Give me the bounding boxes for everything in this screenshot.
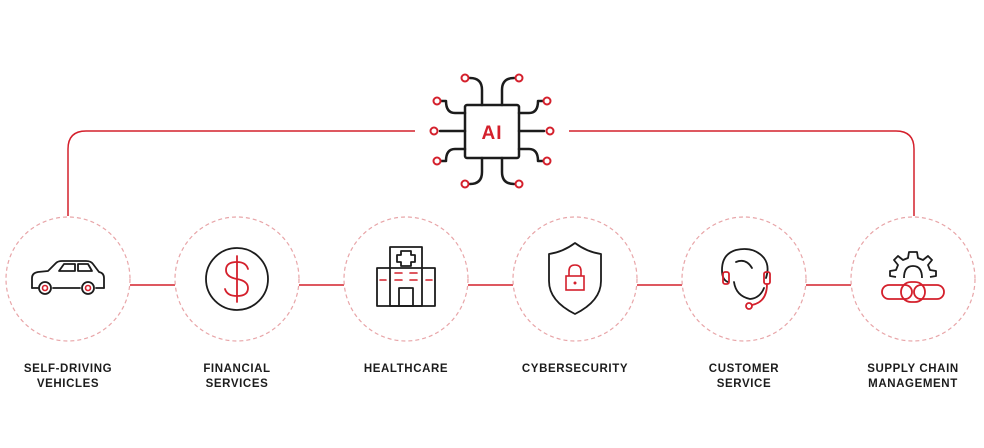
ring-customer-service: [681, 216, 807, 342]
label-line: SUPPLY CHAIN: [867, 363, 959, 375]
label-healthcare: HEALTHCARE: [331, 362, 481, 377]
ring-supply-chain: [850, 216, 976, 342]
ring-cybersecurity: [512, 216, 638, 342]
label-line: HEALTHCARE: [363, 363, 449, 375]
label-financial-services: FINANCIAL SERVICES: [162, 362, 312, 392]
dollar-icon: [205, 247, 269, 311]
label-line: CYBERSECURITY: [521, 363, 629, 375]
top-connector-left: [67, 130, 415, 216]
car-icon: [31, 260, 105, 295]
ai-chip-icon: AI: [429, 73, 555, 189]
label-line: CUSTOMER: [708, 363, 780, 375]
gear-chain-icon: [881, 251, 945, 303]
top-connector-right: [569, 130, 915, 216]
headset-icon: [721, 248, 771, 310]
ai-label: AI: [482, 123, 503, 144]
ring-self-driving: [5, 216, 131, 342]
label-line: SELF-DRIVING: [23, 363, 113, 375]
label-line: SERVICE: [716, 378, 772, 390]
shield-lock-icon: [548, 242, 602, 315]
label-cybersecurity: CYBERSECURITY: [500, 362, 650, 377]
label-line: FINANCIAL: [203, 363, 271, 375]
ring-healthcare: [343, 216, 469, 342]
label-line: MANAGEMENT: [868, 378, 958, 390]
label-self-driving-vehicles: SELF-DRIVING VEHICLES: [0, 362, 143, 392]
label-line: SERVICES: [205, 378, 269, 390]
ring-financial: [174, 216, 300, 342]
label-supply-chain-management: SUPPLY CHAIN MANAGEMENT: [838, 362, 984, 392]
label-customer-service: CUSTOMER SERVICE: [669, 362, 819, 392]
hospital-icon: [376, 246, 436, 307]
node-rings: [5, 216, 976, 342]
label-line: VEHICLES: [36, 378, 100, 390]
